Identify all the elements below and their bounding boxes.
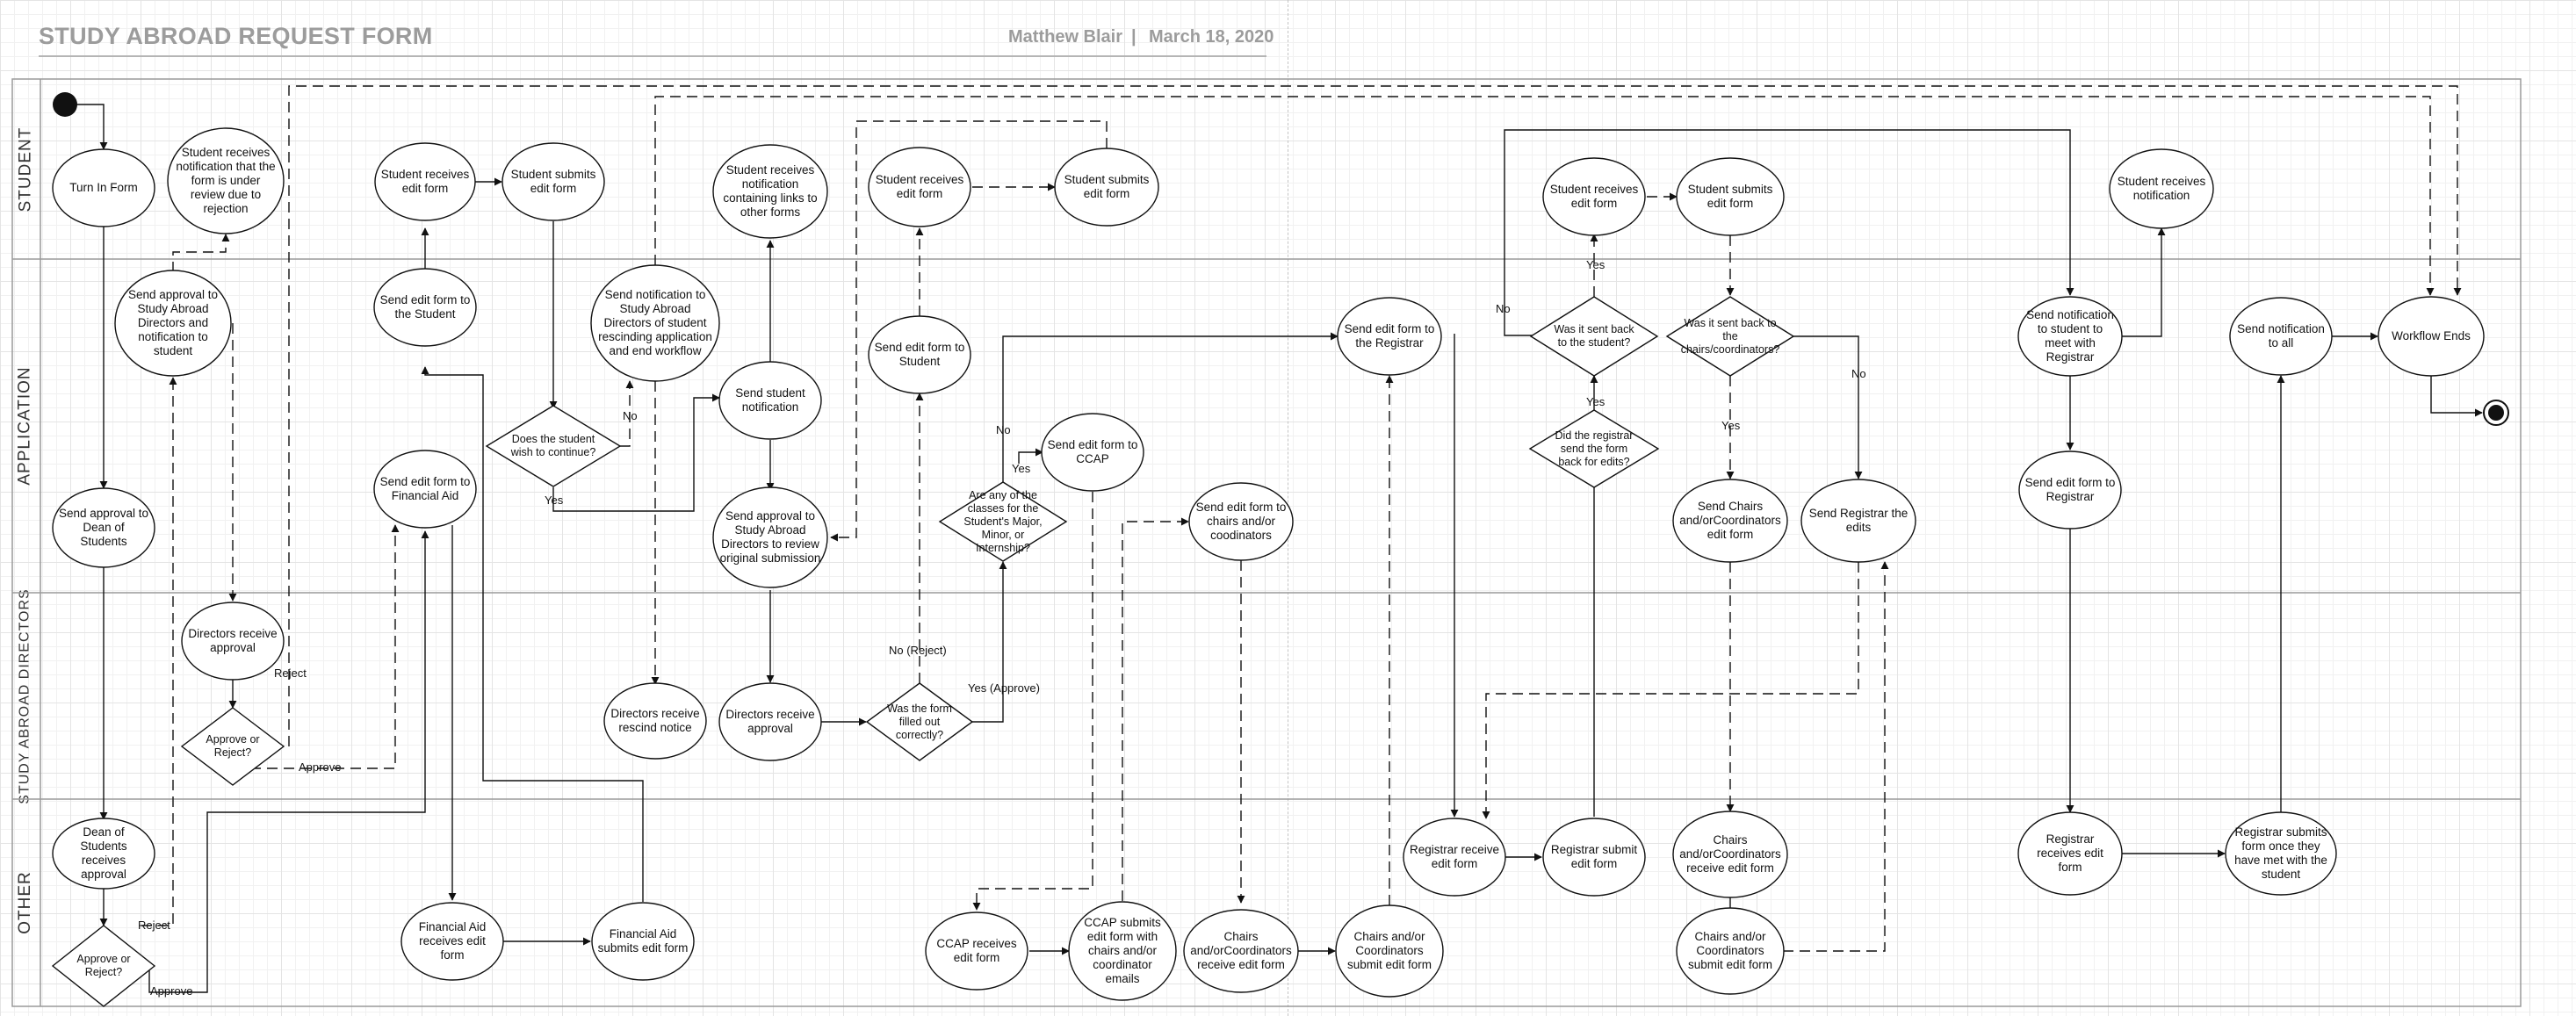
edge-continue-no <box>620 380 634 447</box>
node-dean-receives-shape <box>52 818 155 890</box>
node-sent-back-chairs-decision-shape <box>1665 296 1795 377</box>
edge-financial-aid-submits-to-send-student <box>421 366 644 902</box>
edge-filled-yes <box>959 561 1007 723</box>
node-continue-decision-decision-shape <box>485 405 622 487</box>
node-student-receives-notification-shape <box>2109 148 2214 229</box>
edge-send-registrar-edits-to-registrar-receives <box>1482 562 1859 819</box>
node-financial-aid-submits-shape <box>591 902 695 981</box>
node-filled-correctly-decision-shape <box>865 682 974 761</box>
node-send-chairs-edit-shape <box>1672 479 1788 563</box>
node-send-edit-student-1-shape <box>373 268 477 347</box>
node-send-meet-registrar-shape <box>2017 296 2123 377</box>
edge-student-submits-2-to-review <box>830 120 1108 542</box>
edge-classes-yes <box>1018 448 1043 464</box>
node-sent-back-student-decision-shape <box>1529 296 1659 377</box>
node-chairs-receive-2-shape <box>1672 811 1788 898</box>
node-turn-in-form-shape <box>52 148 155 227</box>
node-notify-under-review-shape <box>167 127 285 234</box>
edge-directors-reject <box>288 85 2462 746</box>
node-directors-receive-approval-2-shape <box>718 682 822 761</box>
start-node <box>53 92 77 117</box>
node-send-edit-registrar-1-shape <box>1337 297 1442 376</box>
end-node <box>2483 400 2509 426</box>
node-classes-decision-decision-shape <box>938 481 1068 562</box>
node-directors-receive-rescind-shape <box>603 682 707 760</box>
node-registrar-receives-1-shape <box>1403 818 1506 897</box>
edge-send-ccap-to-ccap-receives <box>972 492 1093 911</box>
node-chairs-submit-2-shape <box>1676 907 1785 995</box>
edge-directors-approve <box>250 524 400 769</box>
edge-workflow-ends-to-end <box>2430 376 2483 417</box>
node-financial-aid-receives-shape <box>400 902 504 981</box>
document-date: March 18, 2020 <box>1149 27 1274 47</box>
node-registrar-submit-1-shape <box>1542 818 1646 897</box>
node-registrar-receives-2-shape <box>2017 811 2123 896</box>
node-send-edit-registrar-2-shape <box>2018 450 2122 530</box>
node-student-receives-edit-2-shape <box>868 147 971 227</box>
node-chairs-receive-1-shape <box>1183 909 1299 993</box>
node-student-notification-links-shape <box>712 144 828 239</box>
edge-dean-approve <box>141 530 429 993</box>
node-send-edit-student-2-shape <box>868 315 971 394</box>
edge-classes-no <box>1002 332 1339 483</box>
node-workflow-ends-shape <box>2378 296 2485 377</box>
swimlane-frame <box>11 78 2522 1007</box>
edge-continue-yes <box>552 393 720 512</box>
node-send-edit-ccap-shape <box>1041 413 1144 492</box>
node-dean-decision-decision-shape <box>51 925 156 1007</box>
edge-rescind-dashed-top <box>654 96 2435 296</box>
node-directors-receive-approval-1-shape <box>181 602 285 681</box>
node-chairs-submit-1-shape <box>1335 904 1444 998</box>
node-send-registrar-edits-shape <box>1800 479 1916 563</box>
node-send-student-notification-shape <box>718 361 822 440</box>
node-registrar-submits-2-shape <box>2225 811 2337 896</box>
node-student-submits-edit-2-shape <box>1054 148 1159 227</box>
edge-chairs-submit-2-to-send-registrar-edits <box>1783 561 1889 952</box>
node-student-receives-edit-1-shape <box>374 142 476 221</box>
title-underline <box>39 55 1266 57</box>
node-student-receives-edit-3-shape <box>1542 157 1646 236</box>
node-directors-decision-decision-shape <box>180 707 285 786</box>
node-ccap-receives-shape <box>925 912 1028 991</box>
node-ccap-submits-shape <box>1068 901 1177 1001</box>
edge-dean-reject <box>141 377 177 926</box>
edge-chairs-decision-no <box>1792 335 1863 479</box>
author-name: Matthew Blair <box>1008 27 1123 47</box>
node-send-edit-chairs-shape <box>1188 482 1294 561</box>
node-student-submits-edit-1-shape <box>501 142 605 221</box>
edge-start-to-turn-in <box>65 104 108 150</box>
edge-send-directors-to-notify <box>172 234 230 272</box>
node-registrar-sent-back-decision-shape <box>1528 409 1660 488</box>
node-send-rescind-notice-shape <box>590 264 720 382</box>
flow-edges <box>65 85 2483 993</box>
node-student-submits-edit-3-shape <box>1676 157 1785 236</box>
edge-meet-to-notification <box>2122 227 2166 337</box>
node-send-review-original-shape <box>712 486 828 588</box>
edge-ccap-submits-to-send-chairs <box>1122 517 1189 901</box>
edge-sent-back-student-no <box>1504 129 2075 336</box>
node-send-edit-financial-aid-shape <box>373 450 477 529</box>
node-send-approval-directors-shape <box>114 270 232 377</box>
node-send-notification-all-shape <box>2229 297 2333 376</box>
node-send-approval-dean-shape <box>52 487 155 568</box>
header-separator: | <box>1131 27 1136 47</box>
page-title: STUDY ABROAD REQUEST FORM <box>39 23 433 49</box>
